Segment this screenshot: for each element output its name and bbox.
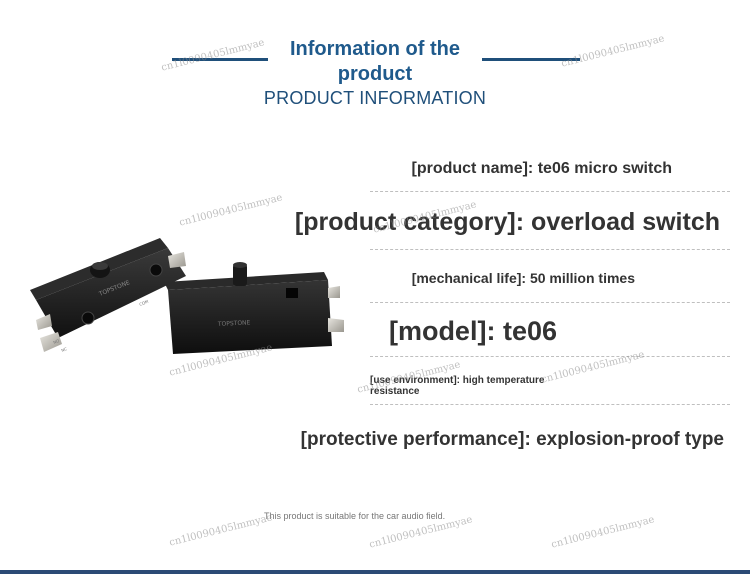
- spec-mechanical-life: [mechanical life]: 50 million times: [412, 270, 635, 286]
- title-line-right: [482, 58, 580, 61]
- spec-label: [mechanical life]:: [411, 270, 527, 286]
- spec-product-name: [product name]: te06 micro switch: [411, 160, 672, 178]
- divider: [370, 191, 730, 192]
- divider: [370, 404, 730, 405]
- spec-label: [protective performance]:: [300, 429, 531, 450]
- product-photo: TOPSTONE TOPSTONE COM NO NC: [30, 238, 344, 354]
- watermark: cn1l0090405lmmyae: [550, 514, 656, 551]
- spec-value: explosion-proof type: [536, 429, 724, 450]
- svg-text:TOPSTONE: TOPSTONE: [217, 319, 251, 328]
- spec-label: [product category]:: [294, 208, 525, 236]
- terminal-label-com: COM: [139, 299, 150, 307]
- spec-label: [use environment]:: [370, 375, 461, 386]
- switch-front: TOPSTONE COM NO NC: [30, 238, 186, 353]
- bottom-bar: [0, 570, 750, 574]
- spec-product-category: [product category]: overload switch: [295, 208, 720, 237]
- spec-value: te06: [502, 316, 557, 346]
- watermark: cn1l0090405lmmyae: [160, 37, 266, 74]
- spec-value: te06 micro switch: [537, 160, 672, 177]
- divider: [370, 249, 730, 250]
- watermark: cn1l0090405lmmyae: [560, 33, 666, 70]
- spec-use-environment: [use environment]: high temperature resi…: [370, 375, 580, 397]
- spec-value: overload switch: [531, 208, 720, 236]
- spec-protective-performance: [protective performance]: explosion-proo…: [301, 429, 724, 451]
- spec-value: 50 million times: [529, 270, 635, 286]
- switch-back: TOPSTONE: [164, 262, 344, 354]
- divider: [370, 356, 730, 357]
- page-subtitle: PRODUCT INFORMATION: [263, 88, 487, 108]
- terminal-label-nc: NC: [61, 346, 68, 353]
- terminal-label-no: NO: [53, 338, 61, 345]
- title-line-left: [172, 58, 268, 61]
- page-title: Information of the product: [290, 38, 460, 85]
- spec-label: [model]:: [388, 316, 496, 346]
- spec-label: [product name]:: [411, 160, 534, 177]
- spec-value: high temperature resistance: [370, 375, 545, 397]
- divider: [370, 302, 730, 303]
- footnote: This product is suitable for the car aud…: [264, 511, 446, 521]
- spec-model: [model]: te06: [389, 316, 557, 347]
- watermark: cn1l0090405lmmyae: [168, 512, 274, 549]
- watermark: cn1l0090405lmmyae: [178, 192, 284, 229]
